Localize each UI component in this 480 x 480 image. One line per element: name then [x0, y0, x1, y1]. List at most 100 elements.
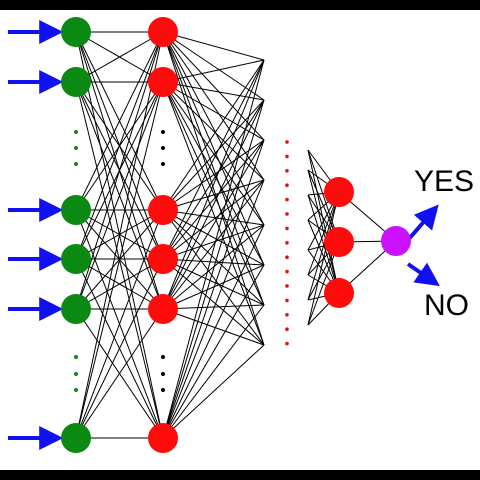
edge — [162, 179, 265, 260]
edge — [162, 31, 265, 101]
ellipsis-dot — [74, 162, 78, 166]
ellipsis-dot — [161, 162, 165, 166]
ellipsis-dot — [74, 355, 78, 359]
yes-label: YES — [414, 165, 475, 198]
edge — [162, 308, 265, 346]
neural-network-diagram — [8, 17, 440, 453]
edge — [75, 209, 164, 439]
edge — [162, 304, 265, 310]
hidden-node — [324, 177, 354, 207]
ellipsis-dot — [285, 284, 289, 288]
edge — [162, 59, 265, 83]
edge — [162, 179, 265, 310]
edge — [162, 344, 265, 439]
edge — [162, 99, 265, 310]
input-node — [61, 17, 91, 47]
hidden-node — [148, 294, 178, 324]
input-node — [61, 423, 91, 453]
diagram-canvas: YES NO — [0, 10, 480, 470]
edge — [162, 224, 265, 439]
ellipsis-dot — [161, 355, 165, 359]
edge — [162, 81, 265, 101]
edge — [162, 179, 265, 211]
ellipsis-dot — [285, 241, 289, 245]
edge — [307, 149, 340, 243]
hidden-node — [148, 423, 178, 453]
ellipsis-dot — [161, 130, 165, 134]
ellipsis-dot — [74, 146, 78, 150]
edge — [162, 99, 265, 439]
edge — [75, 31, 164, 260]
nodes — [61, 17, 411, 453]
ellipsis-dot — [285, 341, 289, 346]
edge — [162, 224, 265, 310]
edge — [75, 81, 164, 439]
edge — [162, 31, 265, 266]
hidden-node — [324, 227, 354, 257]
edge — [162, 209, 265, 266]
edge — [162, 264, 265, 439]
hidden-node — [324, 278, 354, 308]
ellipsis-dot — [161, 388, 165, 392]
ellipsis-dot — [285, 154, 289, 159]
ellipsis-dot — [161, 372, 165, 376]
ellipsis-dot — [285, 212, 289, 216]
edge — [162, 139, 265, 310]
edge — [162, 139, 265, 260]
edge — [162, 31, 265, 226]
edge — [75, 31, 164, 439]
ellipsis-dot — [285, 269, 289, 274]
edge — [162, 31, 265, 61]
ellipsis-dot — [285, 298, 289, 303]
edge — [162, 99, 265, 260]
connection-edges — [75, 31, 397, 439]
edge — [162, 258, 265, 306]
edge — [75, 31, 164, 83]
hidden-node — [148, 17, 178, 47]
ellipsis-dots — [74, 130, 289, 392]
ellipsis-dot — [285, 183, 289, 187]
edge — [162, 99, 265, 211]
edge — [162, 224, 265, 260]
ellipsis-dot — [285, 197, 289, 202]
edge — [162, 81, 265, 346]
edge — [75, 31, 164, 211]
input-node — [61, 294, 91, 324]
edge — [162, 59, 265, 211]
hidden-node — [148, 195, 178, 225]
edge — [162, 81, 265, 141]
edge — [75, 258, 164, 439]
ellipsis-dot — [285, 169, 289, 173]
edge — [307, 194, 340, 294]
input-node — [61, 244, 91, 274]
edge — [162, 258, 265, 266]
edge — [162, 59, 265, 310]
edge — [162, 179, 265, 439]
edge — [307, 191, 340, 301]
arrow-diagonal-icon — [406, 262, 440, 287]
ellipsis-dot — [74, 372, 78, 376]
ellipsis-dot — [285, 226, 289, 231]
edge — [162, 59, 265, 260]
edge — [162, 139, 265, 211]
edge — [162, 264, 265, 310]
edge — [75, 308, 164, 439]
hidden-node — [148, 67, 178, 97]
edge — [162, 81, 265, 181]
ellipsis-dot — [285, 140, 289, 144]
ellipsis-dot — [285, 327, 289, 332]
edge — [162, 81, 265, 306]
input-node — [61, 67, 91, 97]
arrows — [8, 20, 440, 450]
input-node — [61, 195, 91, 225]
edge — [75, 258, 164, 310]
edge — [75, 81, 164, 310]
ellipsis-dot — [285, 313, 289, 317]
arrow-diagonal-icon — [406, 204, 439, 242]
output-node — [381, 226, 411, 256]
ellipsis-dot — [285, 255, 289, 259]
hidden-node — [148, 244, 178, 274]
ellipsis-dot — [74, 130, 78, 134]
edge — [162, 81, 265, 266]
edge — [162, 31, 265, 346]
